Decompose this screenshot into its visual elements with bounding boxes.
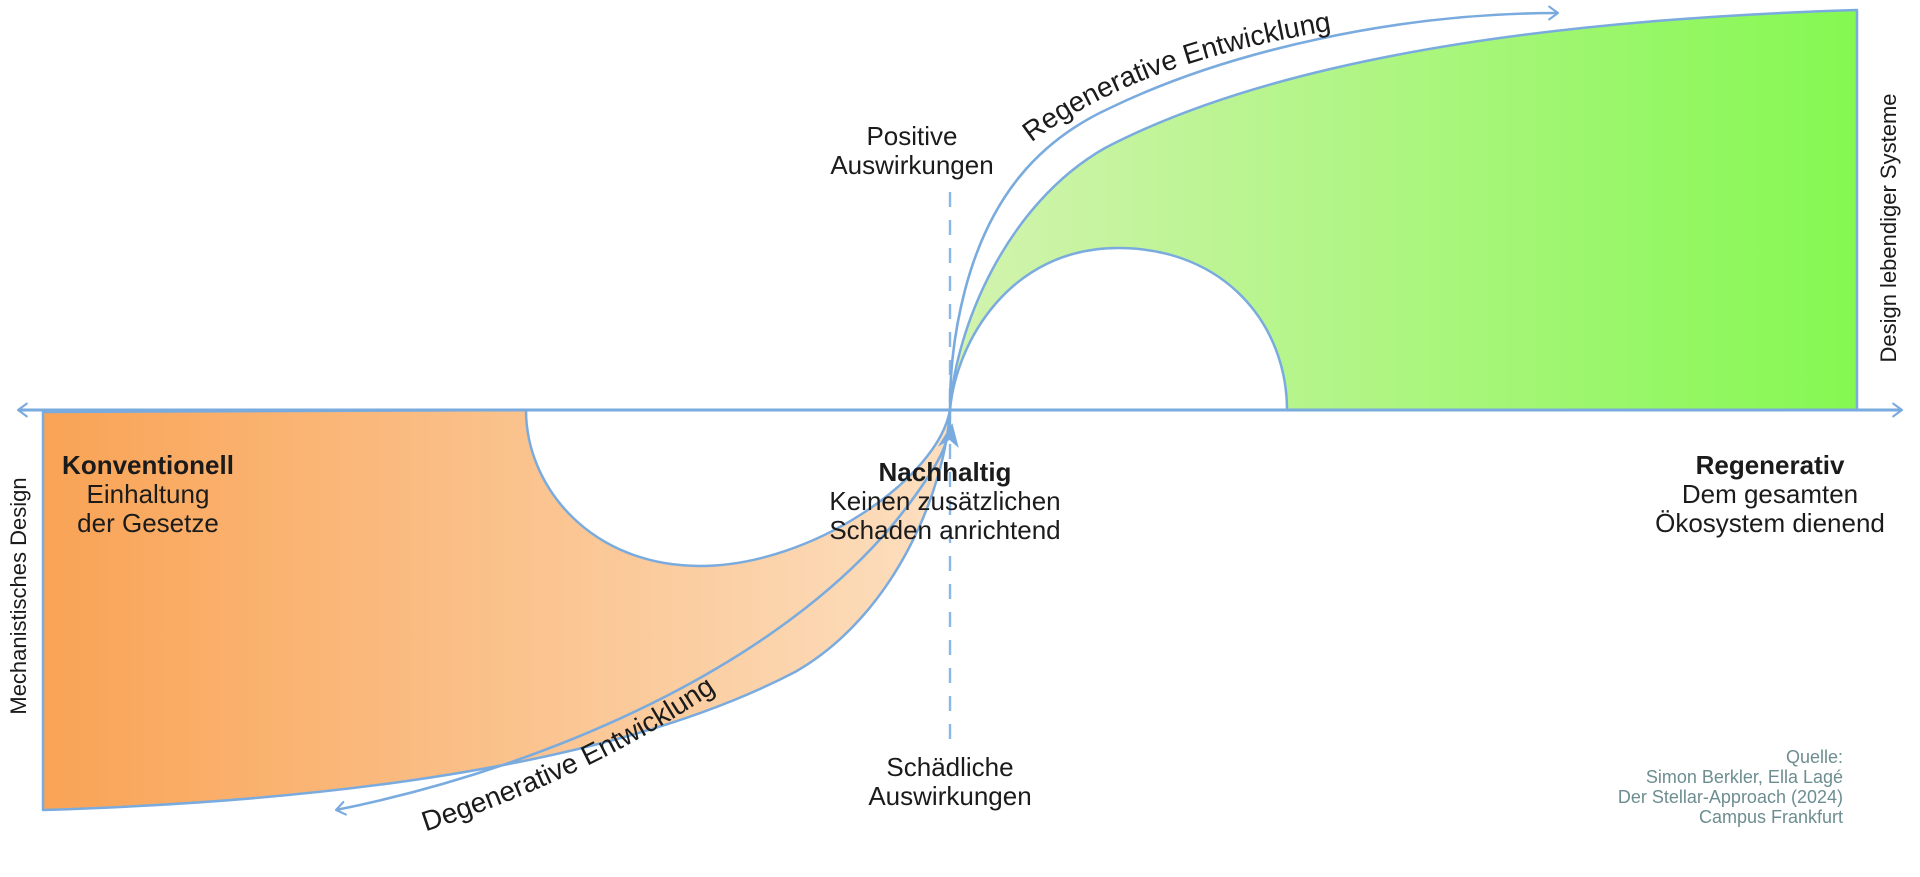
positive-effects-label: Positive Auswirkungen — [762, 122, 1062, 180]
konventionell-line1: Einhaltung — [86, 479, 210, 509]
regenerativ-title: Regenerativ — [1695, 450, 1845, 480]
regenerativ-line1: Dem gesamten — [1681, 479, 1859, 509]
nachhaltig-label: Nachhaltig Keinen zusätzlichen Schaden a… — [795, 458, 1095, 545]
mechanistic-design-axis-label: Mechanistisches Design — [6, 477, 31, 715]
konventionell-line2: der Gesetze — [77, 508, 219, 538]
regenerativ-line2: Ökosystem dienend — [1655, 508, 1885, 538]
source-line1: Quelle: — [1785, 747, 1843, 767]
source-attribution: Quelle: Simon Berkler, Ella Lagé Der Ste… — [1618, 747, 1843, 827]
harmful-effects-line2: Auswirkungen — [868, 781, 1032, 811]
nachhaltig-line1: Keinen zusätzlichen — [829, 486, 1061, 516]
nachhaltig-line2: Schaden anrichtend — [829, 515, 1061, 545]
source-line3: Der Stellar-Approach (2024) — [1617, 787, 1843, 807]
nachhaltig-title: Nachhaltig — [878, 457, 1012, 487]
regenerativ-label: Regenerativ Dem gesamten Ökosystem diene… — [1620, 451, 1920, 538]
living-systems-design-axis-label: Design lebendiger Systeme — [1876, 93, 1901, 363]
harmful-effects-line1: Schädliche — [886, 752, 1014, 782]
harmful-effects-label: Schädliche Auswirkungen — [800, 753, 1100, 811]
konventionell-label: Konventionell Einhaltung der Gesetze — [0, 451, 298, 538]
positive-effects-line2: Auswirkungen — [830, 150, 994, 180]
source-line4: Campus Frankfurt — [1698, 807, 1843, 827]
development-curve — [334, 5, 1560, 816]
regenerative-area — [948, 8, 1859, 412]
source-line2: Simon Berkler, Ella Lagé — [1645, 767, 1843, 787]
positive-effects-line1: Positive — [866, 121, 958, 151]
upward-arrowhead-icon — [937, 423, 959, 448]
konventionell-title: Konventionell — [62, 450, 234, 480]
